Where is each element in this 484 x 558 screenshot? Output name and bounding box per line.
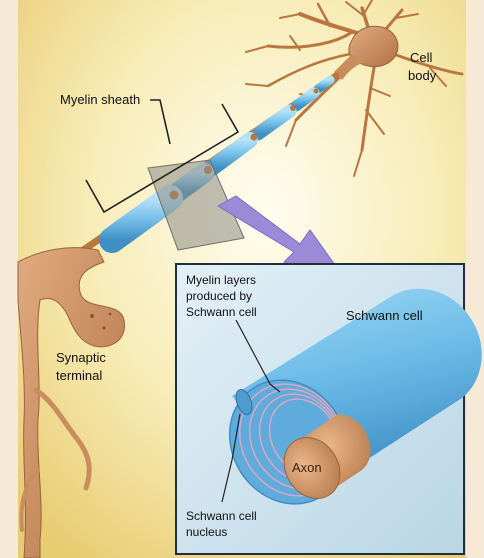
myelin-layers-label-line1: Myelin layers <box>186 273 256 287</box>
myelin-layers-label-line2: produced by <box>186 289 252 303</box>
schwann-cell-label: Schwann cell <box>346 308 423 323</box>
myelin-layers-label-line3: Schwann cell <box>186 305 257 319</box>
axon-label: Axon <box>292 460 322 475</box>
schwann-nucleus-label-line2: nucleus <box>186 525 227 539</box>
synaptic-terminal-label-line1: Synaptic <box>56 350 106 365</box>
cell-body-label-line2: body <box>408 68 437 83</box>
cell-body-label-line1: Cell <box>410 50 433 65</box>
synaptic-terminal-label-line2: terminal <box>56 368 102 383</box>
schwann-nucleus-label-line1: Schwann cell <box>186 509 257 523</box>
myelin-sheath-label: Myelin sheath <box>60 92 140 107</box>
